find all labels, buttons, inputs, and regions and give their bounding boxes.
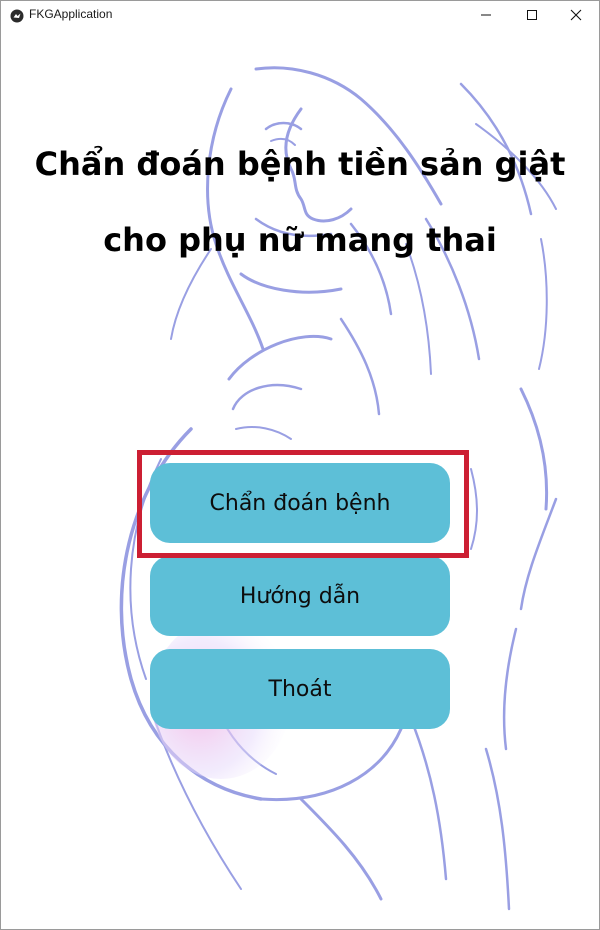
maximize-icon	[526, 6, 538, 25]
app-logo-icon	[10, 8, 24, 23]
minimize-icon	[480, 6, 492, 25]
title-bar[interactable]: FKGApplication	[1, 1, 599, 29]
guide-button[interactable]: Hướng dẫn	[150, 556, 450, 636]
close-button[interactable]	[553, 1, 599, 29]
window-title: FKGApplication	[29, 7, 113, 21]
maximize-button[interactable]	[509, 1, 555, 29]
diagnose-button[interactable]: Chẩn đoán bệnh	[150, 463, 450, 543]
page-title-line-2: cho phụ nữ mang thai	[103, 221, 497, 259]
close-icon	[570, 6, 582, 25]
minimize-button[interactable]	[463, 1, 509, 29]
exit-button[interactable]: Thoát	[150, 649, 450, 729]
main-content: Chẩn đoán bệnh tiền sản giật cho phụ nữ …	[1, 29, 599, 929]
page-title-line-1: Chẩn đoán bệnh tiền sản giật	[34, 145, 566, 183]
